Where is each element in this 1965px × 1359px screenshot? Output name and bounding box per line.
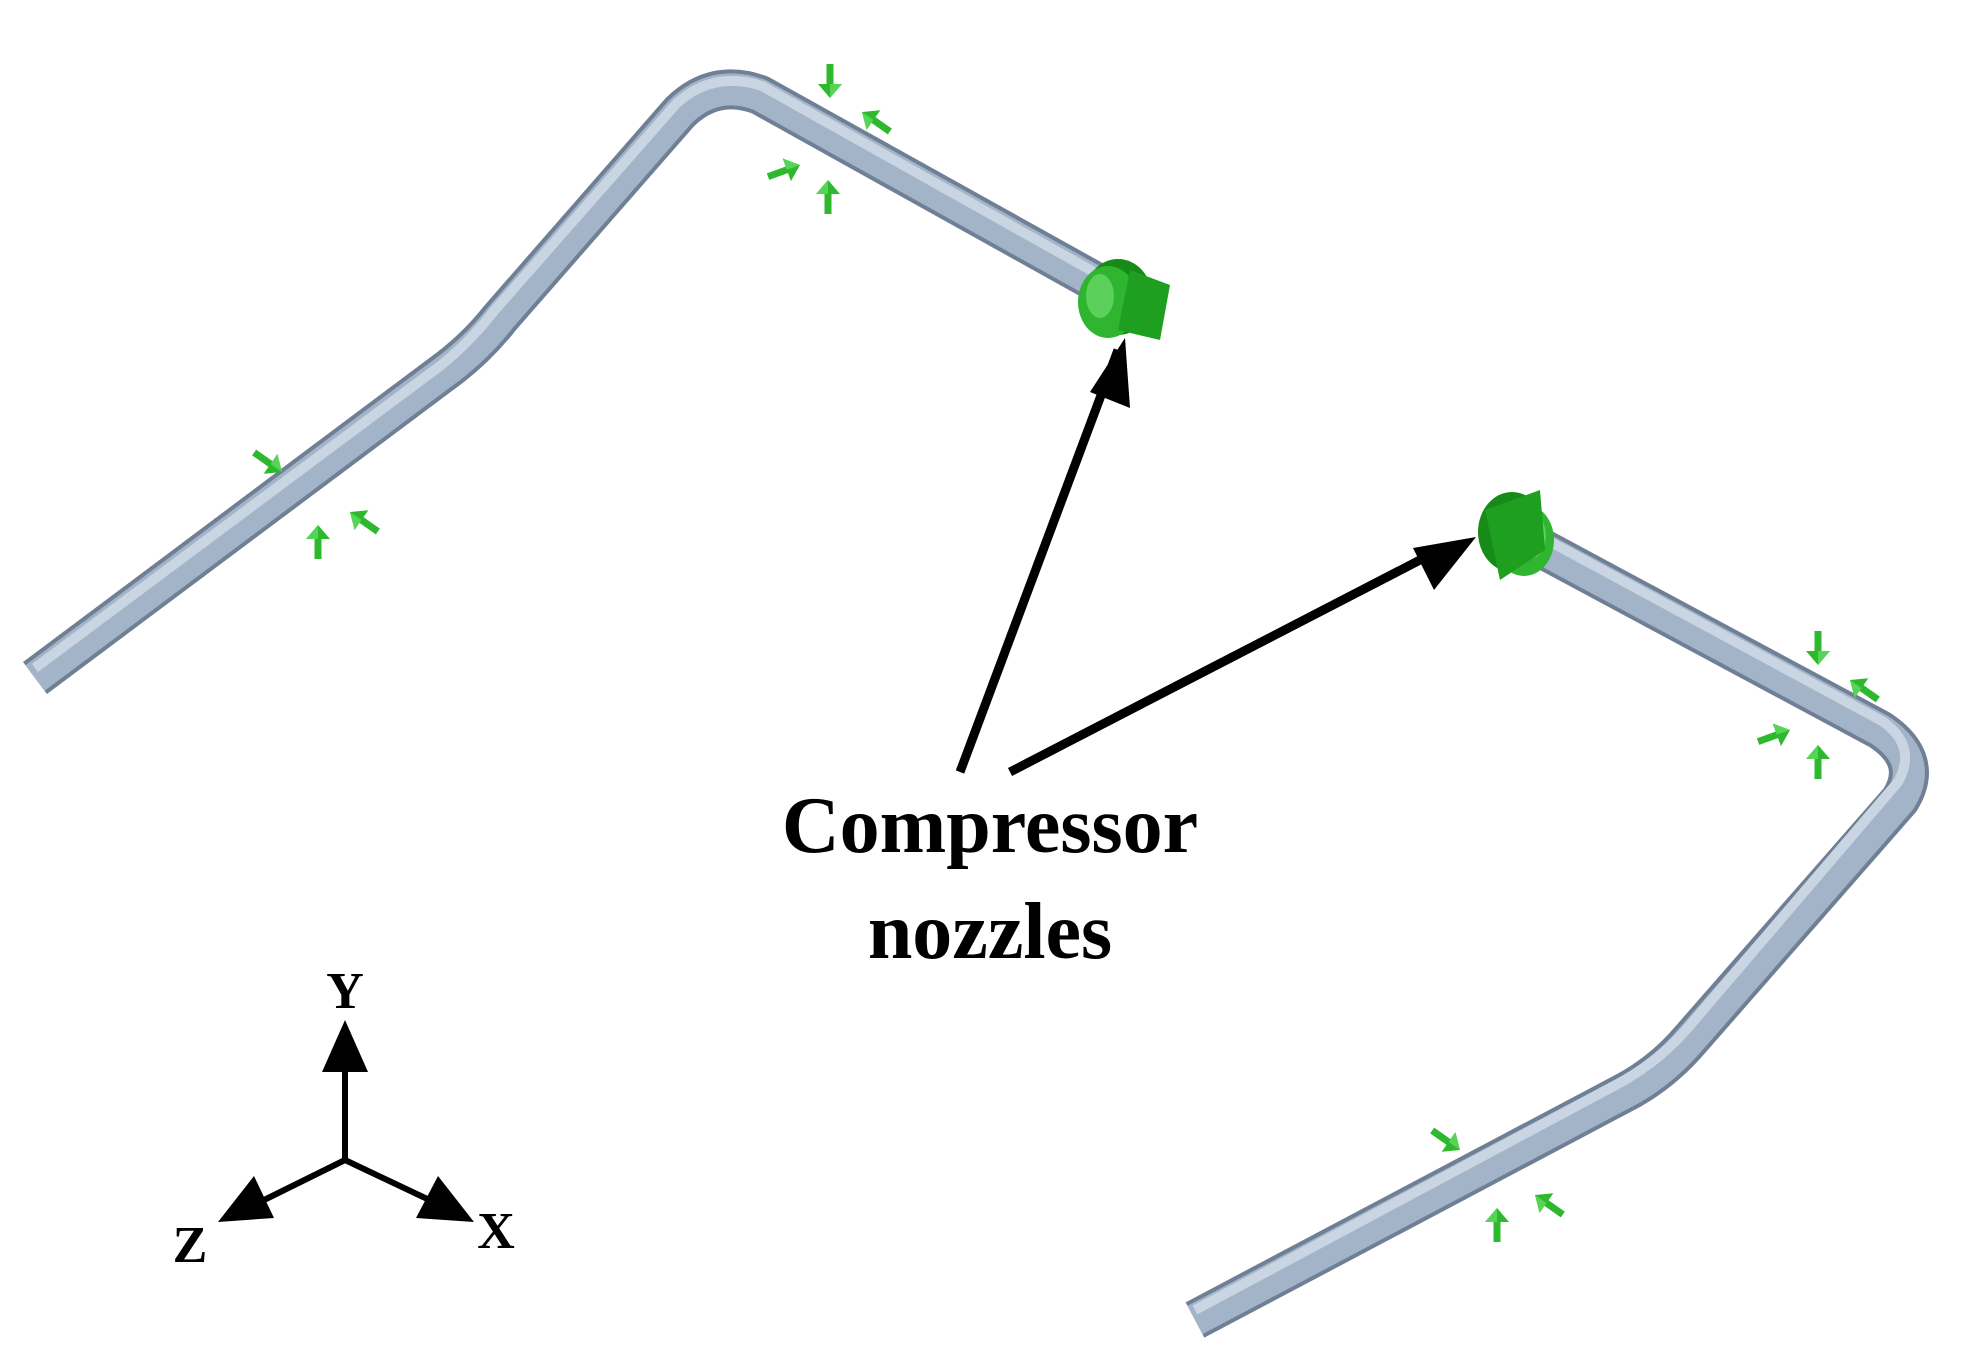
right-pipe (1185, 524, 1929, 1338)
callout-arrows (955, 338, 1476, 776)
callout-arrow-right (1007, 556, 1423, 776)
callout-arrowhead-right (1413, 537, 1476, 590)
support-arrow-icon (763, 153, 805, 188)
callout-arrow-left (955, 348, 1123, 774)
callout-arrowhead-left (1090, 338, 1130, 408)
coordinate-axes-icon (218, 1020, 474, 1222)
support-arrow-icon (1806, 745, 1830, 779)
support-arrow-icon (816, 180, 840, 214)
support-arrow-icon (818, 64, 842, 98)
z-axis-arrowhead (218, 1176, 274, 1222)
support-arrow-icon (1485, 1208, 1509, 1242)
y-axis-label: Y (326, 963, 364, 1020)
callout-label-line2: nozzles (868, 888, 1112, 976)
support-arrow-icon (1753, 718, 1795, 753)
z-axis-label: Z (173, 1217, 208, 1274)
support-arrow-icon (343, 502, 385, 542)
support-arrow-icon (306, 525, 330, 559)
right-compressor-nozzle (1478, 490, 1554, 580)
left-compressor-nozzle (1078, 259, 1170, 340)
support-arrow-icon (1528, 1185, 1570, 1225)
x-axis-arrowhead (416, 1176, 474, 1222)
support-arrow-icon (1806, 631, 1830, 665)
y-axis-arrowhead (322, 1020, 368, 1072)
support-arrow-icon (1425, 1120, 1467, 1160)
callout-label-line1: Compressor (782, 782, 1198, 870)
x-axis-label: X (477, 1203, 515, 1260)
left-pipe (23, 69, 1120, 695)
